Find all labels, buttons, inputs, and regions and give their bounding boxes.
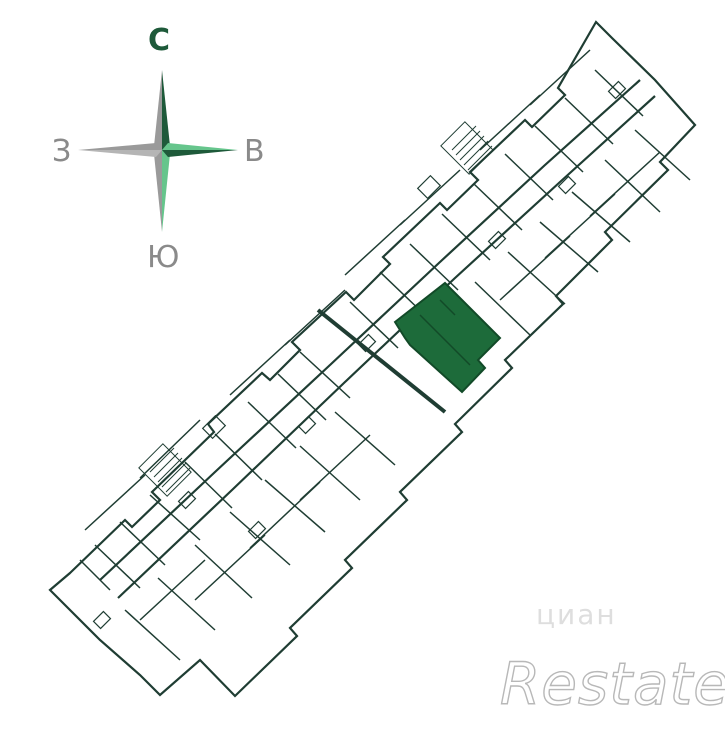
stairwell-lower <box>138 443 192 497</box>
compass-north-light <box>154 70 162 150</box>
building <box>48 20 697 698</box>
compass-south-label: Ю <box>147 240 180 275</box>
section-divider <box>316 308 447 414</box>
highlighted-apartment <box>393 281 502 394</box>
cian-watermark: циан <box>536 598 617 631</box>
compass-east-top <box>162 143 238 150</box>
compass-east-label: В <box>244 134 265 169</box>
compass-west-bottom <box>78 150 162 157</box>
fixtures <box>92 80 627 630</box>
compass-north-dark <box>162 70 170 150</box>
building-outline <box>48 20 697 698</box>
compass-north-label: С <box>148 23 171 58</box>
compass-south-dark <box>154 150 162 232</box>
compass-west-label: З <box>52 134 72 169</box>
compass-east-bottom <box>162 150 238 157</box>
corridor-lower <box>117 95 656 599</box>
compass-south-light <box>162 150 170 232</box>
interior-walls <box>79 49 691 661</box>
compass-west-top <box>78 143 162 150</box>
compass-rose <box>78 70 238 232</box>
stairwell-upper <box>440 121 494 175</box>
restate-watermark: Restate <box>499 649 725 718</box>
